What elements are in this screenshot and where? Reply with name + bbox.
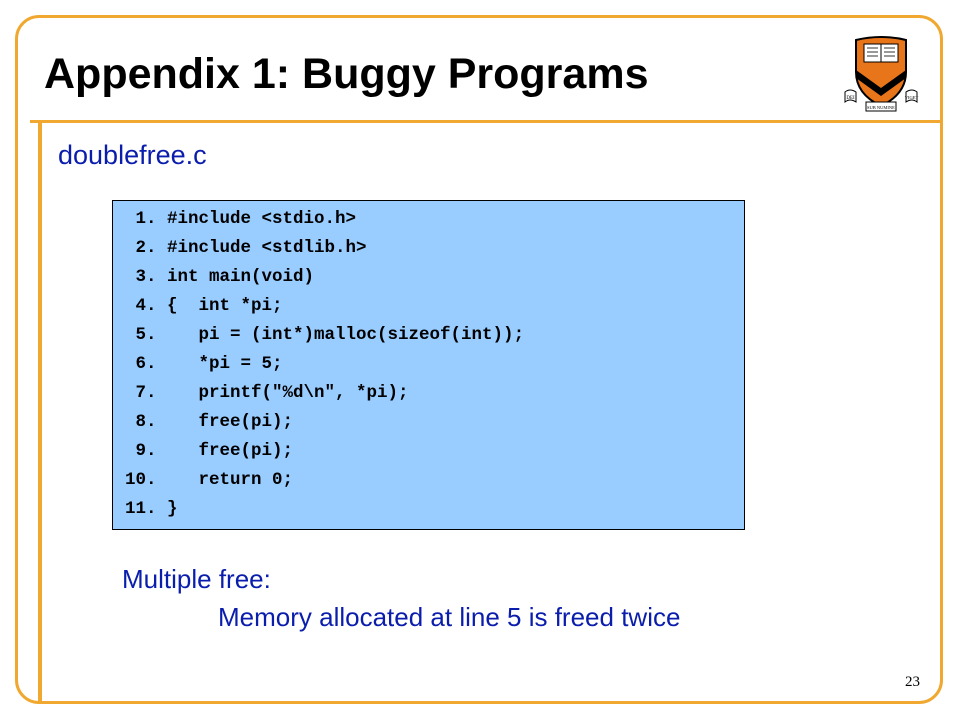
logo-motto-sub-numine: SUB NUMINE <box>867 105 895 110</box>
code-listing: 1. #include <stdio.h> 2. #include <stdli… <box>112 200 745 530</box>
page-number: 23 <box>905 674 920 690</box>
code-line: 1. #include <stdio.h> <box>125 209 357 229</box>
code-line: 4. { int *pi; <box>125 296 283 316</box>
code-line: 2. #include <stdlib.h> <box>125 238 367 258</box>
code-line: 10. return 0; <box>125 470 294 490</box>
slide-frame <box>15 15 943 704</box>
princeton-shield-icon: DEI SUB NUMINE VIGET <box>844 36 919 112</box>
bug-heading: Multiple free: <box>122 564 271 594</box>
code-line: 6. *pi = 5; <box>125 354 283 374</box>
code-line: 3. int main(void) <box>125 267 315 287</box>
logo-motto-viget: VIGET <box>905 95 919 100</box>
title-divider <box>30 120 943 123</box>
code-line: 8. free(pi); <box>125 412 294 432</box>
left-rule <box>38 120 42 704</box>
slide-title: Appendix 1: Buggy Programs <box>44 50 649 98</box>
bug-explanation: Memory allocated at line 5 is freed twic… <box>218 602 681 632</box>
code-line: 11. } <box>125 499 178 519</box>
code-line: 7. printf("%d\n", *pi); <box>125 383 409 403</box>
source-filename: doublefree.c <box>58 140 207 170</box>
logo-motto-dei: DEI <box>846 96 855 101</box>
code-line: 9. free(pi); <box>125 441 294 461</box>
code-line: 5. pi = (int*)malloc(sizeof(int)); <box>125 325 525 345</box>
